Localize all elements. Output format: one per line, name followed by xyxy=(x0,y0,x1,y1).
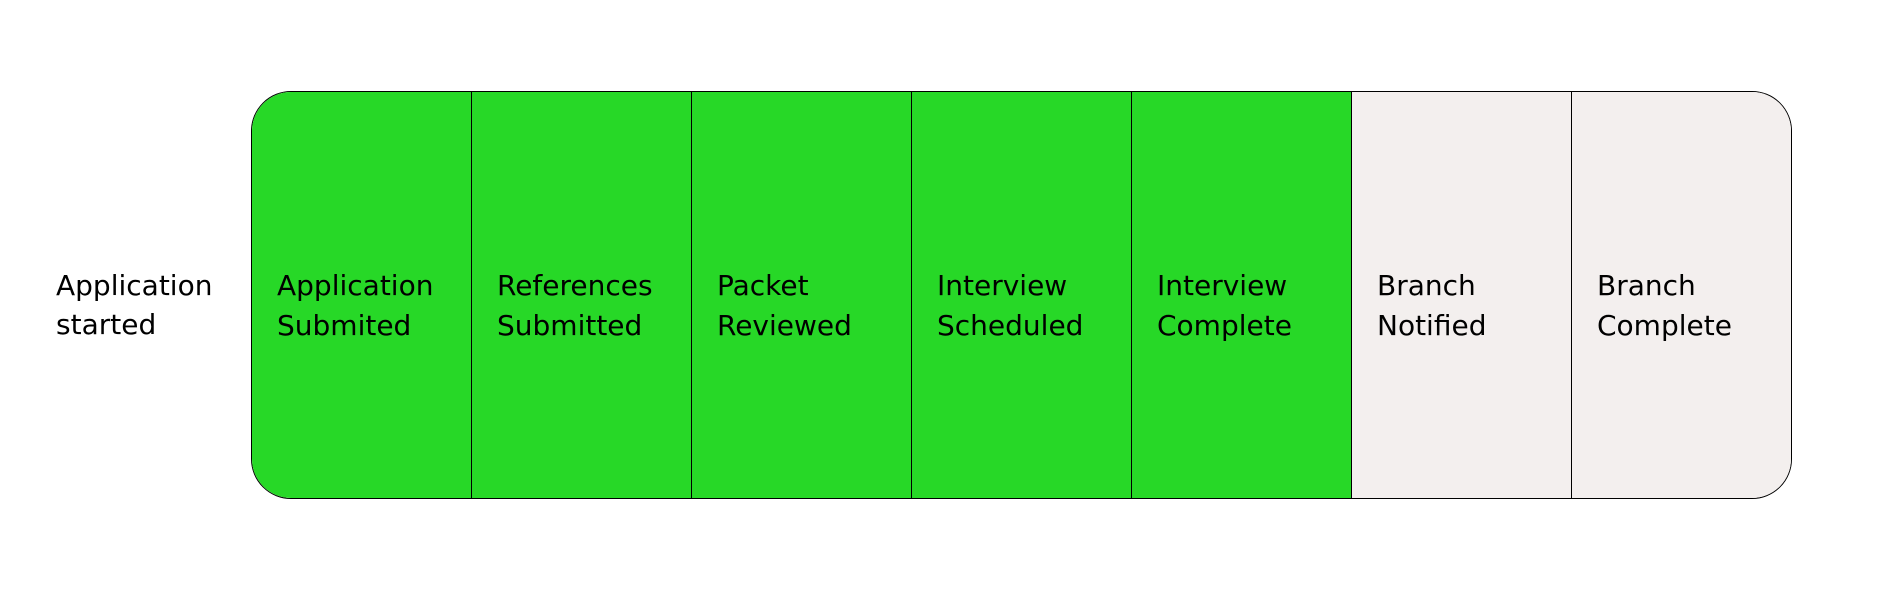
application-started-label: Application started xyxy=(56,269,213,341)
step-references-submitted: References Submitted xyxy=(472,92,692,498)
step-application-submited: Application Submited xyxy=(252,92,472,498)
step-label: Branch Complete xyxy=(1597,269,1732,342)
progress-tracker: Application Submited References Submitte… xyxy=(251,91,1792,499)
step-branch-complete: Branch Complete xyxy=(1572,92,1791,498)
step-label: References Submitted xyxy=(497,269,653,342)
step-interview-scheduled: Interview Scheduled xyxy=(912,92,1132,498)
step-label: Branch Notified xyxy=(1377,269,1487,342)
step-label: Interview Complete xyxy=(1157,269,1292,342)
step-label: Application Submited xyxy=(277,269,434,342)
step-branch-notified: Branch Notified xyxy=(1352,92,1572,498)
step-packet-reviewed: Packet Reviewed xyxy=(692,92,912,498)
step-label: Packet Reviewed xyxy=(717,269,852,342)
step-interview-complete: Interview Complete xyxy=(1132,92,1352,498)
step-label: Interview Scheduled xyxy=(937,269,1084,342)
